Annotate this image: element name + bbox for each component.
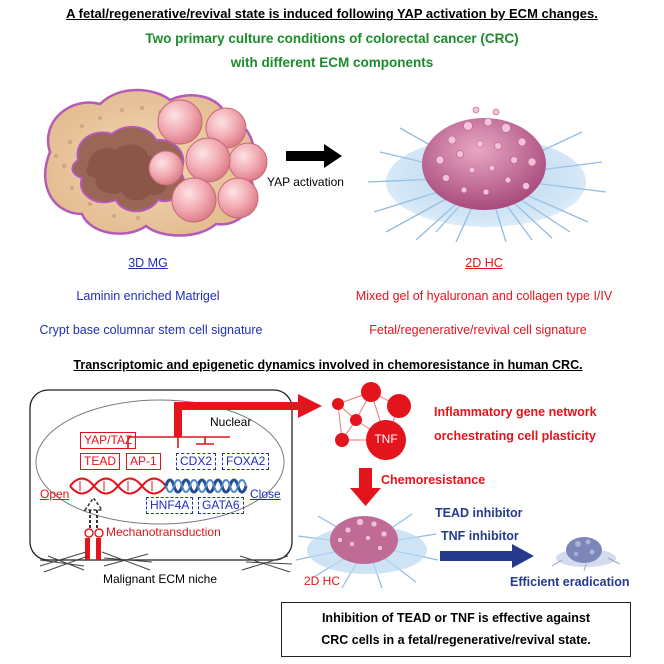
conclusion-line1: Inhibition of TEAD or TNF is effective a… <box>321 611 591 625</box>
network-line1: Inflammatory gene network <box>434 405 597 419</box>
ecm-2d-hc: Mixed gel of hyaluronan and collagen typ… <box>355 289 613 303</box>
label-3d-mg: 3D MG <box>128 256 168 270</box>
eradicated-cell-illustration <box>551 537 621 572</box>
subtitle-line1: Two primary culture conditions of colore… <box>145 31 519 46</box>
signature-2d-hc: Fetal/regenerative/revival cell signatur… <box>369 323 587 337</box>
yap-activation-arrow <box>286 144 342 168</box>
cdx2-box: CDX2 <box>176 453 217 470</box>
tead-box: TEAD <box>80 453 121 470</box>
ap1-box: AP-1 <box>126 453 161 470</box>
main-title: A fetal/regenerative/revival state is in… <box>66 6 598 21</box>
close-label: Close <box>250 487 281 501</box>
label-2d-hc: 2D HC <box>465 256 503 270</box>
yap-taz-box: YAP/TAZ <box>80 432 137 449</box>
efficient-eradication-label: Efficient eradication <box>510 575 630 589</box>
organoid-illustration <box>44 88 268 237</box>
conclusion-line2: CRC cells in a fetal/regenerative/reviva… <box>321 633 591 647</box>
chemoresistance-label: Chemoresistance <box>381 473 486 487</box>
mechanotransduction-label: Mechanotransduction <box>106 525 221 539</box>
subtitle-line2: with different ECM components <box>230 55 434 70</box>
network-line2: orchestrating cell plasticity <box>434 429 596 443</box>
tnf-node-label: TNF <box>374 432 398 446</box>
foxa2-box: FOXA2 <box>222 453 270 470</box>
conclusion-box: Inhibition of TEAD or TNF is effective a… <box>281 602 631 657</box>
open-label: Open <box>40 487 70 501</box>
inhibitor-arrow <box>440 544 534 568</box>
tnf-inhibitor-label: TNF inhibitor <box>441 529 519 543</box>
chemoresistant-cell-illustration <box>295 513 439 589</box>
bottom-2d-hc-label: 2D HC <box>304 574 341 588</box>
hnf4a-box: HNF4A <box>146 497 194 514</box>
signature-3d-mg: Crypt base columnar stem cell signature <box>39 323 263 337</box>
yap-activation-label: YAP activation <box>267 175 344 189</box>
ecm-3d-mg: Laminin enriched Matrigel <box>76 289 220 303</box>
malignant-ecm-niche-label: Malignant ECM niche <box>102 572 218 586</box>
nuclear-label: Nuclear <box>210 415 252 429</box>
spread-cell-illustration <box>367 106 607 242</box>
gata6-box: GATA6 <box>198 497 244 514</box>
tead-inhibitor-label: TEAD inhibitor <box>435 506 523 520</box>
section2-title: Transcriptomic and epigenetic dynamics i… <box>73 358 583 372</box>
